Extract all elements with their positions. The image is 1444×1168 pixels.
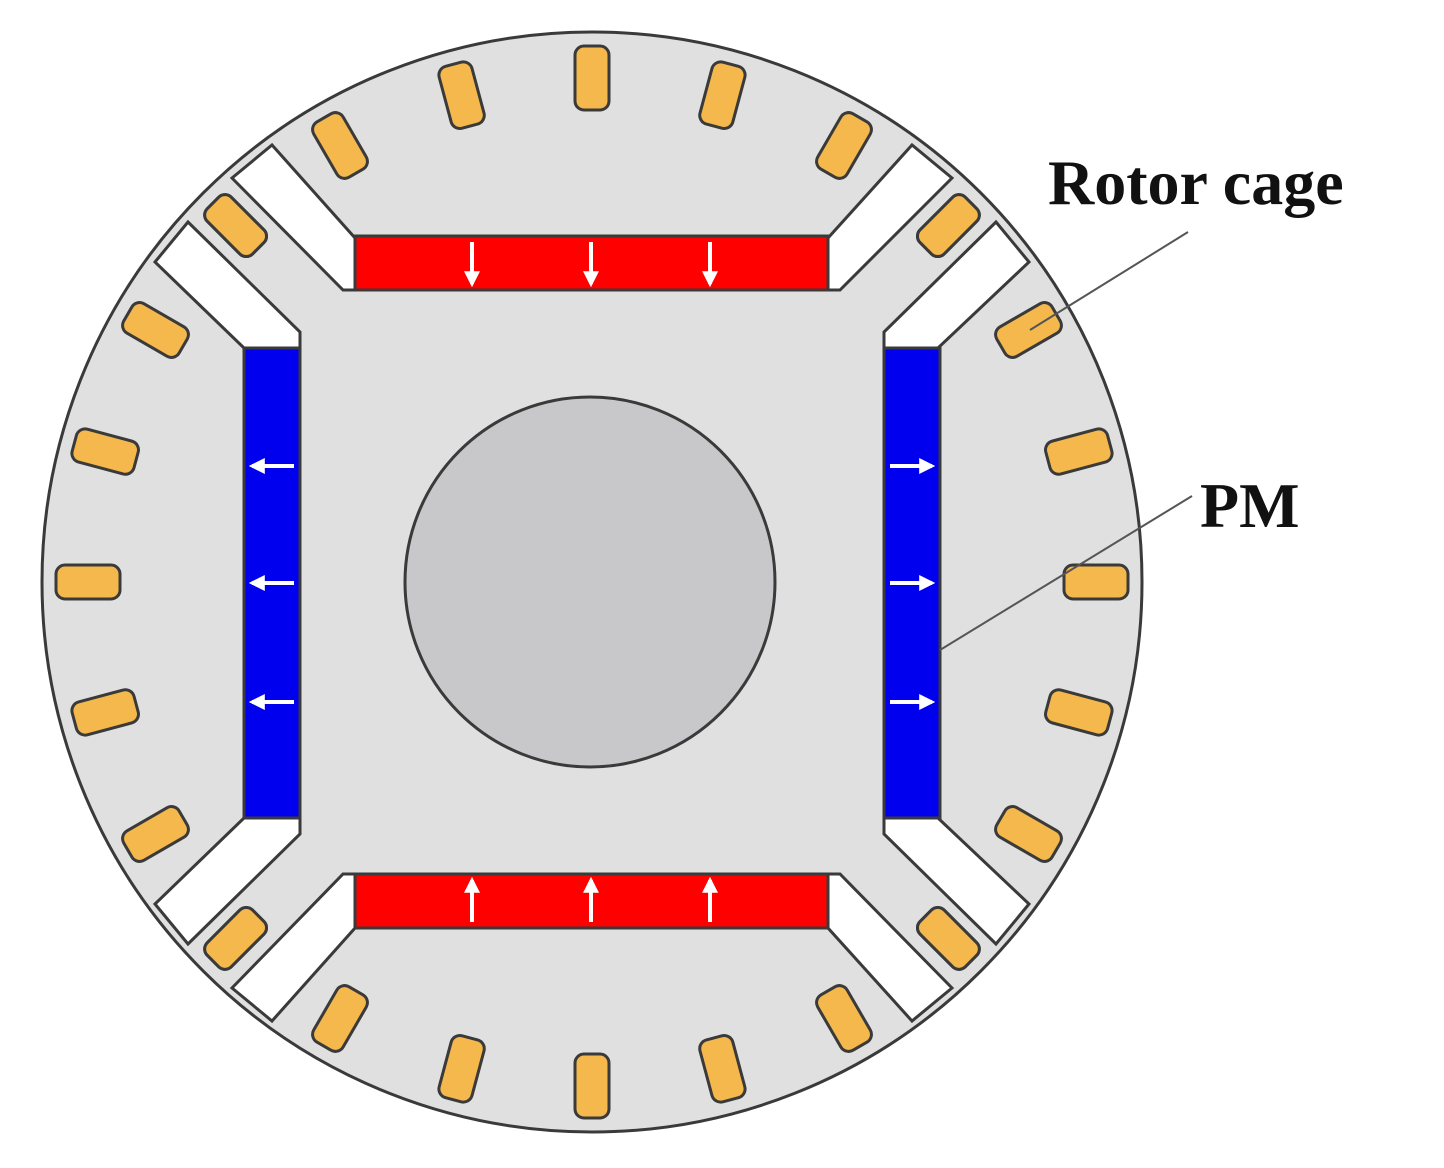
rotor-cage-bar <box>311 984 369 1053</box>
rotor-cage-bar <box>203 193 269 259</box>
rotor-cage-bar <box>815 111 873 180</box>
flux-barriers <box>152 142 1032 1024</box>
rotor-cage-bar <box>121 301 190 359</box>
rotor-cage-bar <box>437 1034 486 1104</box>
rotor-cage-bar <box>121 805 190 863</box>
label-pm: PM <box>1200 470 1300 541</box>
rotor-cage-bar <box>70 688 140 737</box>
rotor-cage-bar <box>573 44 611 112</box>
rotor-cage-bars <box>54 44 1130 1120</box>
rotor-cage-bar <box>915 193 981 259</box>
rotor-cage-bar <box>994 805 1063 863</box>
leader-line-rotor-cage <box>1029 231 1189 331</box>
rotor-cage-bar <box>1044 427 1114 476</box>
flux-barrier-left-bottom <box>152 816 302 947</box>
rotor-cage-bar <box>203 905 269 971</box>
flux-barrier-right-top <box>882 219 1032 350</box>
flux-barrier-left-top <box>152 219 302 350</box>
rotor-cage-bar <box>311 111 369 180</box>
rotor-cage-bar <box>815 984 873 1053</box>
rotor-cage-bar <box>698 60 747 130</box>
leader-line-pm <box>939 495 1193 651</box>
leader-lines <box>939 231 1193 651</box>
rotor-cage-bar <box>70 427 140 476</box>
rotor-cage-bar <box>573 1052 611 1120</box>
rotor-cage-bar <box>1062 563 1130 601</box>
rotor-cage-bar <box>437 60 486 130</box>
rotor-cage-bar <box>698 1034 747 1104</box>
rotor-shaft <box>403 395 777 769</box>
flux-barrier-right-bottom <box>882 816 1032 947</box>
rotor-cage-bar <box>1044 688 1114 737</box>
label-rotor-cage: Rotor cage <box>1048 147 1344 218</box>
rotor-cage-bar <box>54 563 122 601</box>
rotor-cage-bar <box>915 905 981 971</box>
magnetization-arrows <box>248 242 936 922</box>
